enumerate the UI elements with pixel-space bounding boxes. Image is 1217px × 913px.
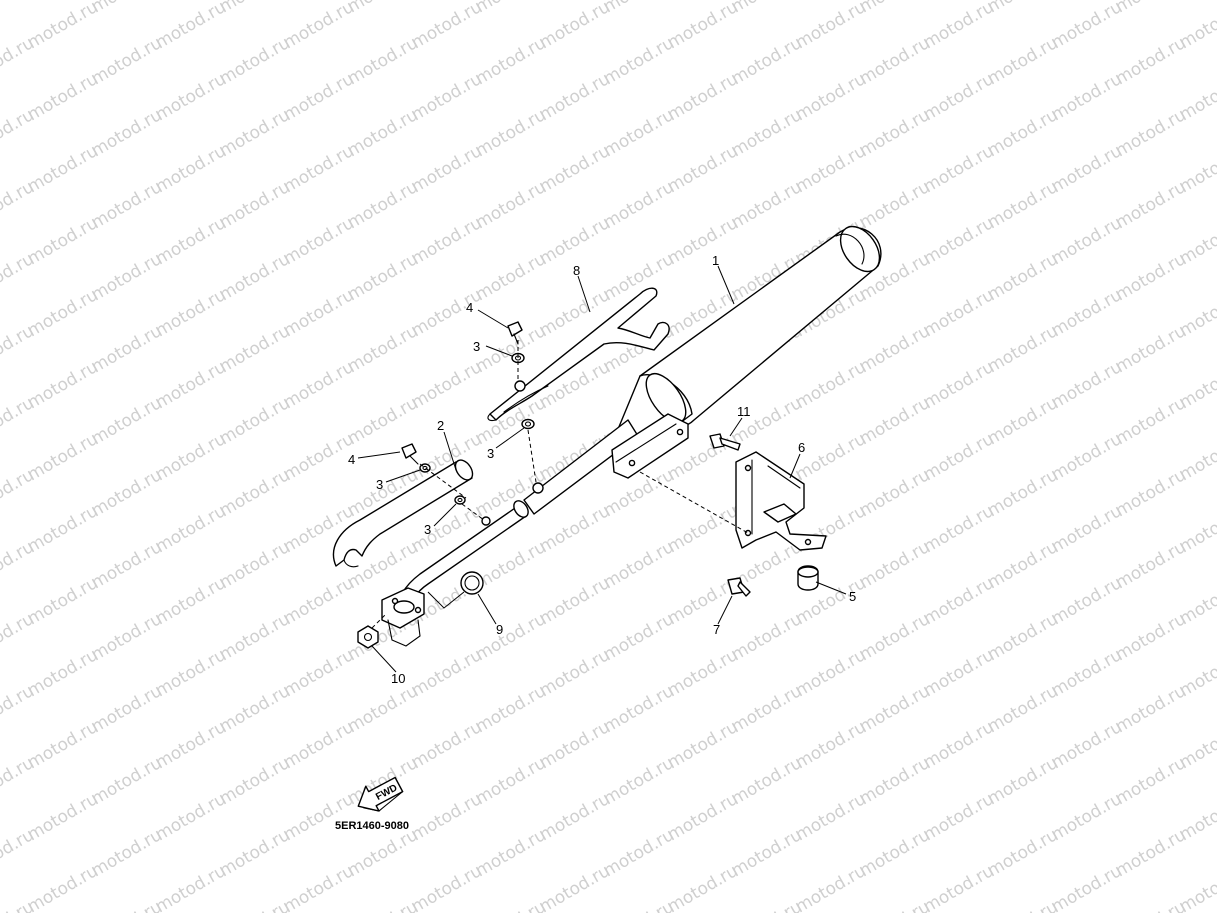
leader-line-4a: [477, 309, 509, 329]
leader-line-3b: [495, 427, 525, 449]
callout-1: 1: [712, 253, 719, 268]
leader-line-6: [789, 453, 801, 479]
callout-3a: 3: [473, 339, 480, 354]
screw-4-lower[interactable]: [401, 443, 419, 465]
bolt-7[interactable]: [727, 577, 751, 597]
nut-10[interactable]: [357, 625, 379, 649]
assembly-line: [639, 471, 749, 534]
damper-5[interactable]: [797, 565, 819, 591]
muffler[interactable]: [523, 219, 887, 515]
diagram-code: 5ER1460-9080: [335, 820, 410, 832]
leader-line-3a: [485, 345, 513, 357]
washer-3-lower[interactable]: [454, 495, 466, 505]
leader-line-8: [577, 275, 591, 313]
fwd-arrow-icon: FWD: [357, 776, 404, 812]
callout-3c: 3: [376, 477, 383, 492]
callout-11: 11: [737, 404, 751, 419]
exhaust-pipe[interactable]: [381, 482, 544, 647]
muffler-protector[interactable]: [487, 287, 670, 422]
callout-2: 2: [437, 418, 444, 433]
screw-4-upper[interactable]: [507, 321, 523, 345]
gasket-9[interactable]: [460, 571, 484, 595]
callout-7: 7: [713, 622, 720, 637]
assembly-line: [461, 503, 485, 521]
assembly-line: [427, 591, 465, 609]
leader-line-1: [717, 265, 735, 305]
callout-9: 9: [496, 622, 503, 637]
callout-3d: 3: [424, 522, 431, 537]
bolt-11[interactable]: [709, 433, 741, 451]
muffler-bracket[interactable]: [735, 451, 827, 551]
callout-6: 6: [798, 440, 805, 455]
leader-line-2: [443, 431, 457, 471]
callout-4a: 4: [466, 300, 473, 315]
assembly-line: [371, 613, 387, 629]
assembly-line: [419, 463, 467, 499]
leader-line-5: [815, 581, 847, 595]
exhaust-pipe-protector[interactable]: [332, 457, 476, 568]
leader-line-7: [717, 595, 733, 625]
callout-4b: 4: [348, 452, 355, 467]
callout-8: 8: [573, 263, 580, 278]
leader-line-3d: [433, 503, 457, 527]
leader-line-3c: [385, 469, 421, 483]
assembly-line: [527, 429, 537, 483]
callout-3b: 3: [487, 446, 494, 461]
washer-3-middle[interactable]: [521, 418, 535, 430]
callout-5: 5: [849, 589, 856, 604]
callout-10: 10: [391, 671, 405, 686]
leader-line-10: [371, 645, 397, 673]
leader-line-11: [729, 417, 743, 437]
leader-line-4b: [357, 451, 401, 459]
leader-line-9: [477, 593, 497, 625]
